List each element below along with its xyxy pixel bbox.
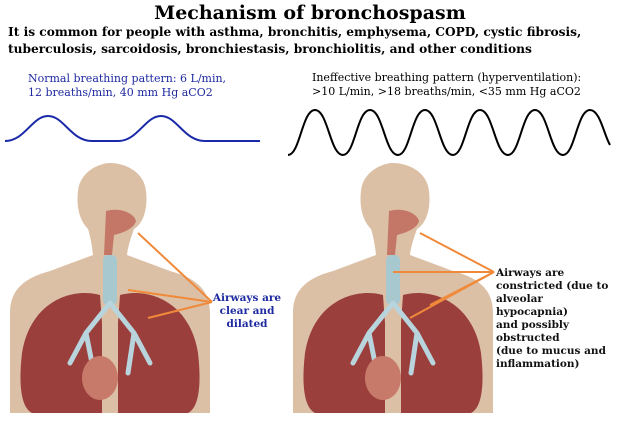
hyper-callout-line: and possibly — [496, 319, 570, 331]
normal-callout-lines — [127, 232, 213, 319]
diagram-subtitle: It is common for people with asthma, bro… — [8, 24, 614, 58]
subtitle-line-1: It is common for people with asthma, bro… — [8, 25, 582, 39]
normal-callout-line: dilated — [226, 318, 268, 330]
hyper-airways-callout: Airways are constricted (due to alveolar… — [496, 267, 618, 371]
hyper-label-line-2: >10 L/min, >18 breaths/min, <35 mm Hg aC… — [312, 85, 581, 98]
normal-pattern-label: Normal breathing pattern: 6 L/min, 12 br… — [28, 72, 226, 100]
diagram-title: Mechanism of bronchospasm — [154, 2, 466, 24]
hyper-callout-line: constricted (due to — [496, 280, 609, 292]
hyper-callout-line: obstructed — [496, 332, 560, 344]
hyper-label-line-1: Ineffective breathing pattern (hypervent… — [312, 71, 582, 84]
hyper-callout-line: Airways are — [496, 267, 565, 279]
hyper-callout-line: inflammation) — [496, 358, 580, 370]
normal-breathing-wave — [4, 114, 260, 142]
normal-airways-callout: Airways are clear and dilated — [210, 292, 284, 331]
normal-body-figure — [10, 163, 210, 413]
subtitle-line-2: tuberculosis, sarcoidosis, bronchiestasi… — [8, 42, 532, 56]
hyper-callout-lines — [393, 232, 495, 319]
hyper-callout-line: alveolar hypocapnia) — [496, 293, 569, 318]
hyper-callout-line: (due to mucus and — [496, 345, 606, 357]
normal-callout-line: Airways are — [212, 292, 282, 304]
hyperventilation-wave — [287, 108, 611, 157]
normal-callout-line: clear and — [219, 305, 275, 317]
normal-label-line-1: Normal breathing pattern: 6 L/min, — [28, 72, 227, 85]
normal-label-line-2: 12 breaths/min, 40 mm Hg aCO2 — [28, 86, 213, 99]
hyperventilation-pattern-label: Ineffective breathing pattern (hypervent… — [312, 71, 581, 99]
